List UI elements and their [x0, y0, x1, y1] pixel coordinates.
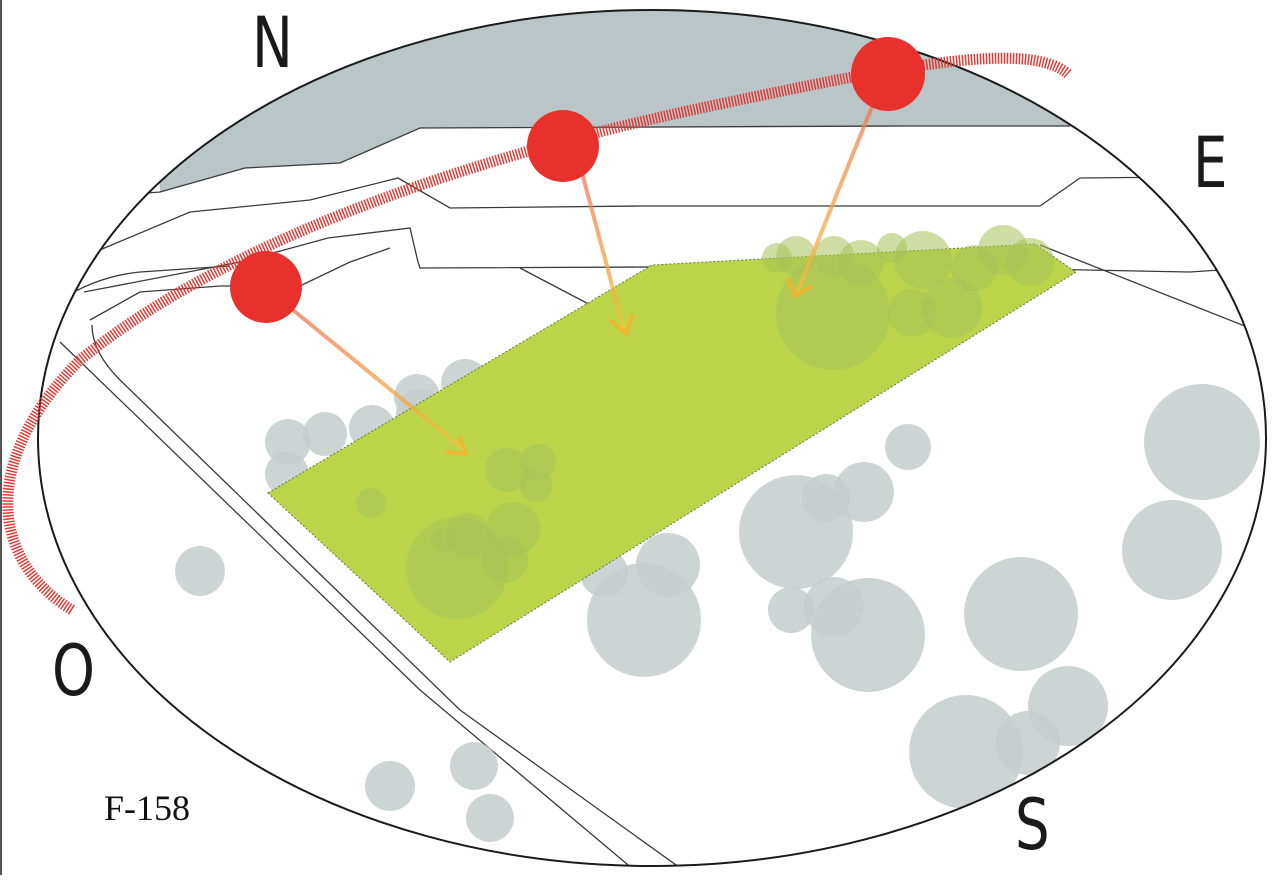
arrowhead-icon: [608, 313, 635, 338]
tree-canopies-gray: [175, 359, 1260, 842]
sun-ray-arrow-icon: [264, 286, 464, 450]
view-oval-outline: [37, 9, 1267, 867]
sun-positions: [230, 37, 925, 323]
compass-south-label: S: [1015, 784, 1050, 866]
tree-canopies-on-site: [356, 225, 1054, 619]
sun-rays: [264, 71, 888, 457]
sun-path-arc: [2, 52, 1072, 615]
compass-north-label: N: [252, 2, 293, 84]
sun-ray-arrow-icon: [795, 71, 888, 294]
arrowhead-icon: [445, 435, 469, 457]
sun-icon: [527, 110, 599, 182]
figure-code-label: F-158: [104, 788, 191, 828]
sun-icon: [851, 37, 925, 111]
sun-icon: [230, 251, 302, 323]
water-area: [150, 10, 1130, 192]
compass-east-label: E: [1193, 122, 1228, 204]
oval-content: [59, 10, 1266, 866]
arrowhead-icon: [786, 277, 814, 299]
compass-west-label: O: [52, 630, 95, 712]
sun-ray-arrow-icon: [574, 149, 626, 331]
